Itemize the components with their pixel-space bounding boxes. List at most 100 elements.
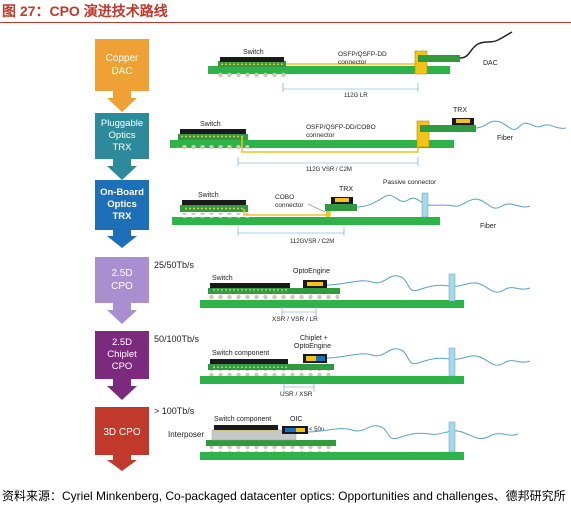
label-switch-component: Switch component <box>212 350 269 357</box>
electrical-trace <box>243 209 331 216</box>
label-trx: TRX <box>339 186 353 193</box>
stage-label-line: 3D CPO <box>103 427 140 438</box>
optical-fiber <box>475 120 567 130</box>
label-connector: connector <box>306 132 335 139</box>
pcb-board <box>170 140 454 148</box>
optical-fiber <box>307 425 519 440</box>
chiplet-optics <box>306 356 316 361</box>
label-cobo: COBO <box>275 194 294 201</box>
stage-label-line: 2.5D <box>112 337 132 348</box>
switch-chip <box>182 200 246 205</box>
pcb-board <box>200 376 464 384</box>
stage-2-5d-chiplet-cpo: 2.5D Chiplet CPO <box>95 331 149 400</box>
stage-copper-dac: Copper DAC <box>95 39 149 112</box>
osfp-connector <box>414 50 428 75</box>
trx-module <box>420 125 476 132</box>
stage-label-line: Pluggable <box>101 118 143 129</box>
stage-box <box>95 257 149 303</box>
cobo-module <box>325 204 357 211</box>
label-connector: connector <box>338 59 367 66</box>
chip-bumps <box>221 62 283 65</box>
label-optoengine: OptoEngine <box>293 268 330 275</box>
label-osfp-qsfp-dd-cobo: OSFP/QSFP-DD/COBO <box>306 124 376 131</box>
trx-optics <box>335 198 349 202</box>
pcb-board <box>200 452 464 460</box>
oic-optics <box>296 428 305 432</box>
stage-label-line: Copper <box>106 53 139 64</box>
bandwidth-label: > 100Tb/s <box>154 406 195 416</box>
switch-component-chip <box>214 425 278 430</box>
passive-connector <box>448 421 456 453</box>
chip-bumps <box>211 289 289 292</box>
solder-balls <box>209 294 339 300</box>
label-switch: Switch <box>200 121 221 128</box>
solder-balls <box>209 370 333 376</box>
panel-2-5d-chiplet-cpo: 50/100Tb/s Switch component Chiplet + Op… <box>154 334 531 398</box>
optical-fiber <box>326 275 531 293</box>
stage-label-line: CPO <box>112 361 133 372</box>
stage-label-line: CPO <box>111 281 133 292</box>
dac-module <box>418 55 460 62</box>
label-distance: < 50u <box>309 427 324 433</box>
passive-connector <box>448 347 456 377</box>
passive-connector <box>448 273 456 302</box>
switch-chip <box>180 129 246 134</box>
label-oic: OIC <box>290 416 302 423</box>
switch-component-chip <box>210 359 288 364</box>
stage-2-5d-cpo: 2.5D CPO <box>95 257 149 324</box>
figure-title: 图 27：CPO 演进技术路线 <box>2 3 168 19</box>
label-fiber: Fiber <box>480 223 497 230</box>
chip-bumps <box>211 365 287 368</box>
bandwidth-label: 50/100Tb/s <box>154 334 200 344</box>
stage-pluggable-optics: Pluggable Optics TRX <box>95 113 149 180</box>
optoengine-optics <box>307 282 323 286</box>
stage-box <box>95 407 149 455</box>
stage-label-line: TRX <box>113 211 133 222</box>
label-reach: XSR / VSR / LR <box>272 316 318 323</box>
label-switch: Switch <box>198 192 219 199</box>
passive-connector <box>421 192 429 218</box>
solder-balls <box>217 72 287 77</box>
stage-box <box>95 180 149 230</box>
trx-optics <box>456 119 470 123</box>
stage-label-line: 2.5D <box>111 268 132 279</box>
stage-box <box>95 39 149 91</box>
solder-balls <box>177 145 249 150</box>
stage-on-board-optics: On-Board Optics TRX <box>95 180 149 248</box>
solder-balls <box>179 213 249 218</box>
stage-label-line: DAC <box>111 66 132 77</box>
down-arrow <box>107 91 137 112</box>
chip-bumps <box>181 135 245 138</box>
panel-2-5d-cpo: 25/50Tb/s Switch OptoEngine XSR / VSR / … <box>154 260 531 323</box>
label-passive-connector: Passive connector <box>383 179 437 186</box>
stage-label-line: On-Board <box>100 187 144 198</box>
label-reach: 112G VSR / C2M <box>306 167 352 173</box>
bandwidth-label: 25/50Tb/s <box>154 260 195 270</box>
optical-fiber <box>326 348 531 366</box>
down-arrow <box>107 455 137 471</box>
panel-on-board-optics: Switch COBO connector TRX Passive connec… <box>172 179 531 245</box>
label-optoengine: OptoEngine <box>294 343 331 350</box>
optical-fiber <box>356 194 531 209</box>
stage-label-line: TRX <box>113 142 133 153</box>
switch-chip <box>210 283 290 288</box>
title-rule <box>0 22 571 23</box>
pcb-board <box>172 217 440 225</box>
down-arrow <box>107 303 137 324</box>
dac-cable <box>459 31 513 59</box>
panel-copper-dac: Switch OSFP/QSFP-DD connector DAC 112G L… <box>208 31 513 99</box>
stage-label-line: Chiplet <box>107 349 137 360</box>
label-connector: connector <box>275 202 304 209</box>
down-arrow <box>107 230 137 248</box>
solder-balls <box>208 446 334 452</box>
down-arrow <box>107 379 137 400</box>
label-switch-component: Switch component <box>214 416 271 423</box>
label-reach: USR / XSR <box>280 391 313 398</box>
stage-label-line: Optics <box>107 199 137 210</box>
stage-box <box>95 331 149 379</box>
label-chiplet-plus: Chiplet + <box>300 335 328 342</box>
callout-line <box>307 203 326 213</box>
stage-box <box>95 113 149 159</box>
stage-3d-cpo: 3D CPO <box>95 407 149 471</box>
